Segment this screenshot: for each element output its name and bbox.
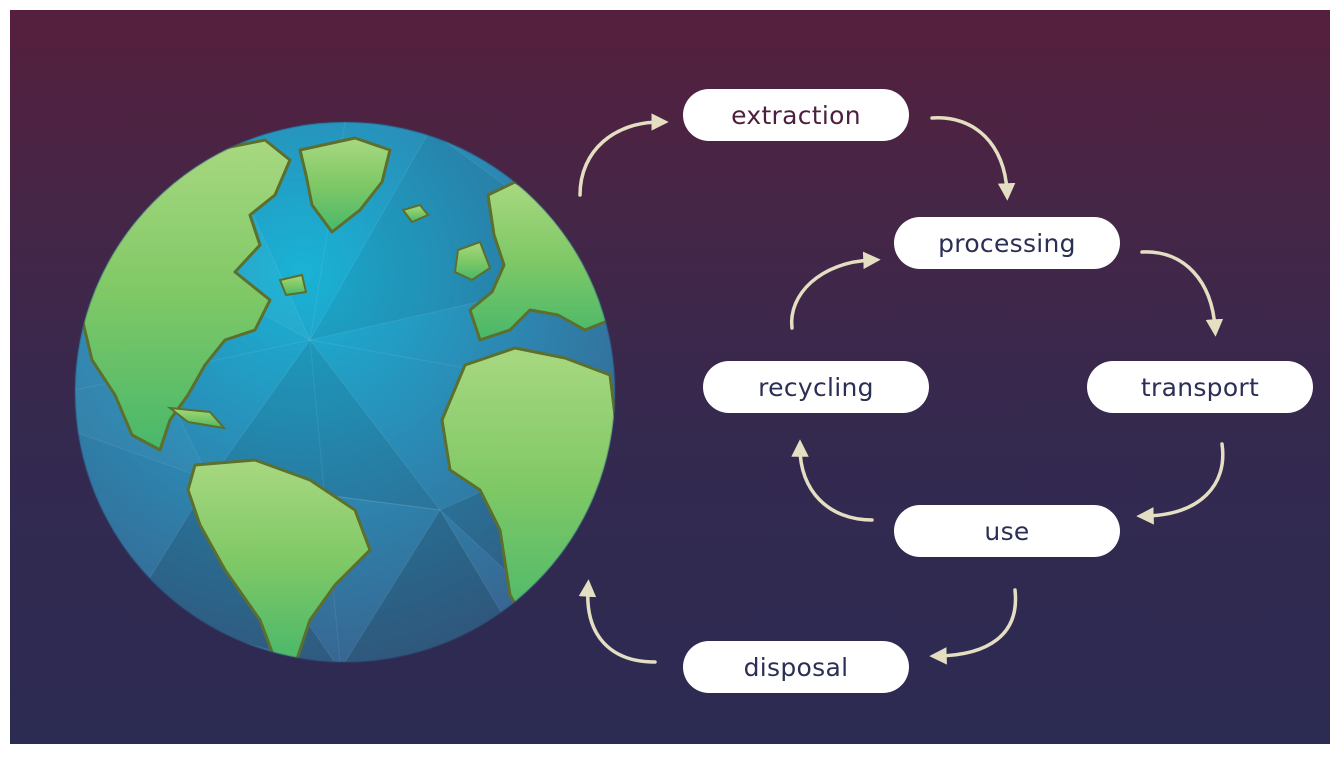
step-processing-label: processing [938,228,1076,258]
arrow-use-to-recycling [791,439,874,522]
arrow-recycling-to-processing [789,251,881,330]
cycle-arrows [578,113,1225,665]
diagram-canvas: extraction processing transport recyclin… [10,10,1330,744]
step-use-label: use [984,516,1030,546]
step-recycling: recycling [703,361,929,413]
step-extraction-label: extraction [731,100,861,130]
arrow-extraction-to-processing [930,116,1016,201]
step-transport: transport [1087,361,1313,413]
newfoundland [278,273,308,297]
step-recycling-label: recycling [758,372,874,402]
earth-globe-illustration [74,121,616,663]
arrow-disposal-to-globe [578,579,657,664]
arrow-use-to-disposal [929,588,1018,665]
step-processing: processing [894,217,1120,269]
step-use: use [894,505,1120,557]
arrow-processing-to-transport [1140,250,1224,337]
arrow-transport-to-use [1136,442,1225,525]
step-transport-label: transport [1140,372,1260,402]
step-extraction: extraction [683,89,909,141]
cuba [166,406,227,430]
south-america [186,458,372,662]
step-disposal-label: disposal [743,652,849,682]
arrow-globe-to-extraction [578,113,669,197]
iceland [401,203,430,224]
step-disposal: disposal [683,641,909,693]
british-isles [453,240,492,282]
greenland [298,136,392,234]
